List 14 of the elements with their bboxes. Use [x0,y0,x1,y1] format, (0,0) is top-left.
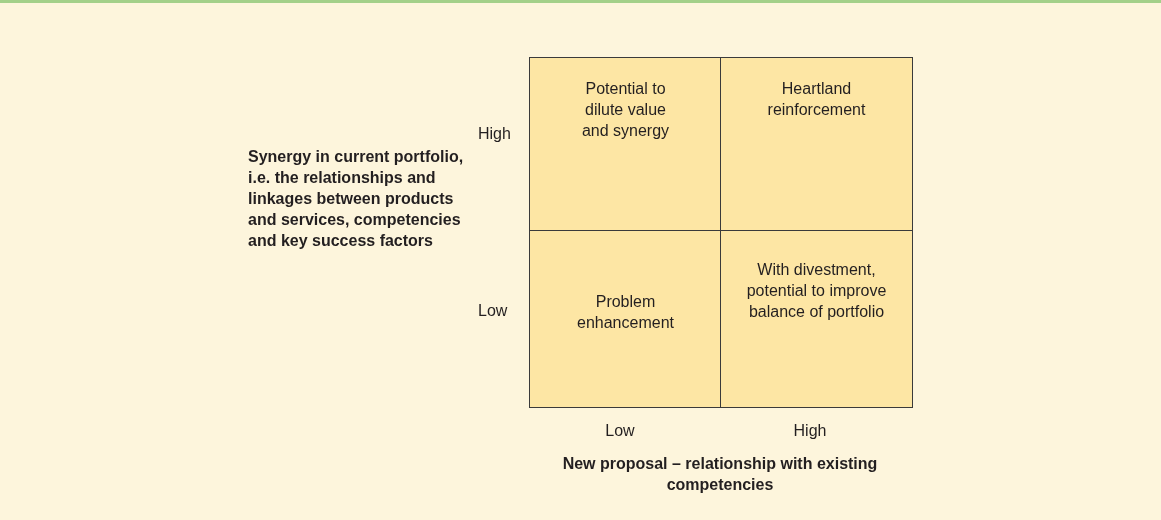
quadrant-text: Problem enhancement [576,292,675,333]
axis-tick-label: Low [604,421,636,441]
axis-tick-label: High [792,421,828,441]
axis-tick-label: High [478,124,512,144]
matrix-cell [529,57,722,232]
axis-tick-label: Low [478,301,509,321]
matrix-cell [529,230,722,408]
axis-title: Synergy in current portfolio, i.e. the relationships and linkages between products and services, competencies and key success factors [248,147,465,251]
quadrant-text: Potential to dilute value and synergy [580,79,671,141]
matrix-cell [720,57,913,232]
quadrant-text: Heartland reinforcement [766,79,867,120]
matrix-cell [720,230,913,408]
axis-title: New proposal – relationship with existing competencies [561,454,879,495]
quadrant-text: With divestment, potential to improve balance of portfolio [745,260,888,322]
